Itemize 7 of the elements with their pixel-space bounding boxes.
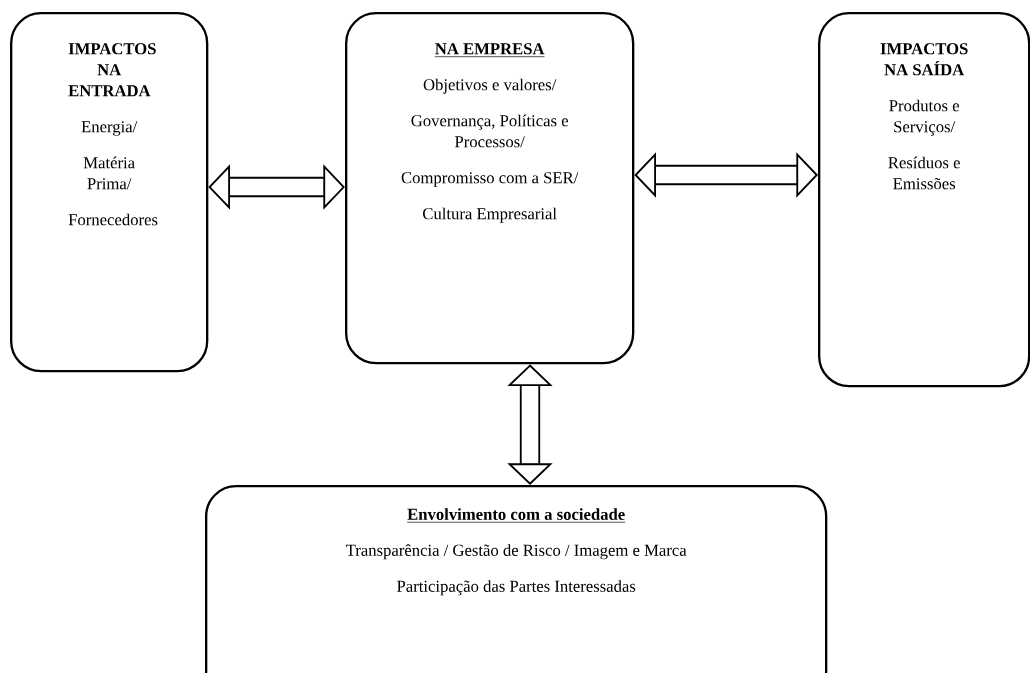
- text-box: IMPACTOS NA ENTRADA Energia/ Matéria Prima/ Fornecedores: [10, 12, 209, 373]
- double-arrow: [634, 152, 818, 198]
- double-arrow: [208, 164, 345, 210]
- text-box: IMPACTOS NA SAÍDA Produtos e Serviços/ Resíduos e Emissões: [818, 12, 1030, 388]
- double-arrow: [507, 364, 553, 485]
- text-box: Envolvimento com a sociedade Transparência / Gestão de Risco / Imagem e Marca Participação das Partes Interessadas: [205, 485, 828, 673]
- text-box: NA EMPRESA Objetivos e valores/ Governança, Políticas e Processos/ Compromisso com a SER/ Cultura Empresarial: [345, 12, 635, 365]
